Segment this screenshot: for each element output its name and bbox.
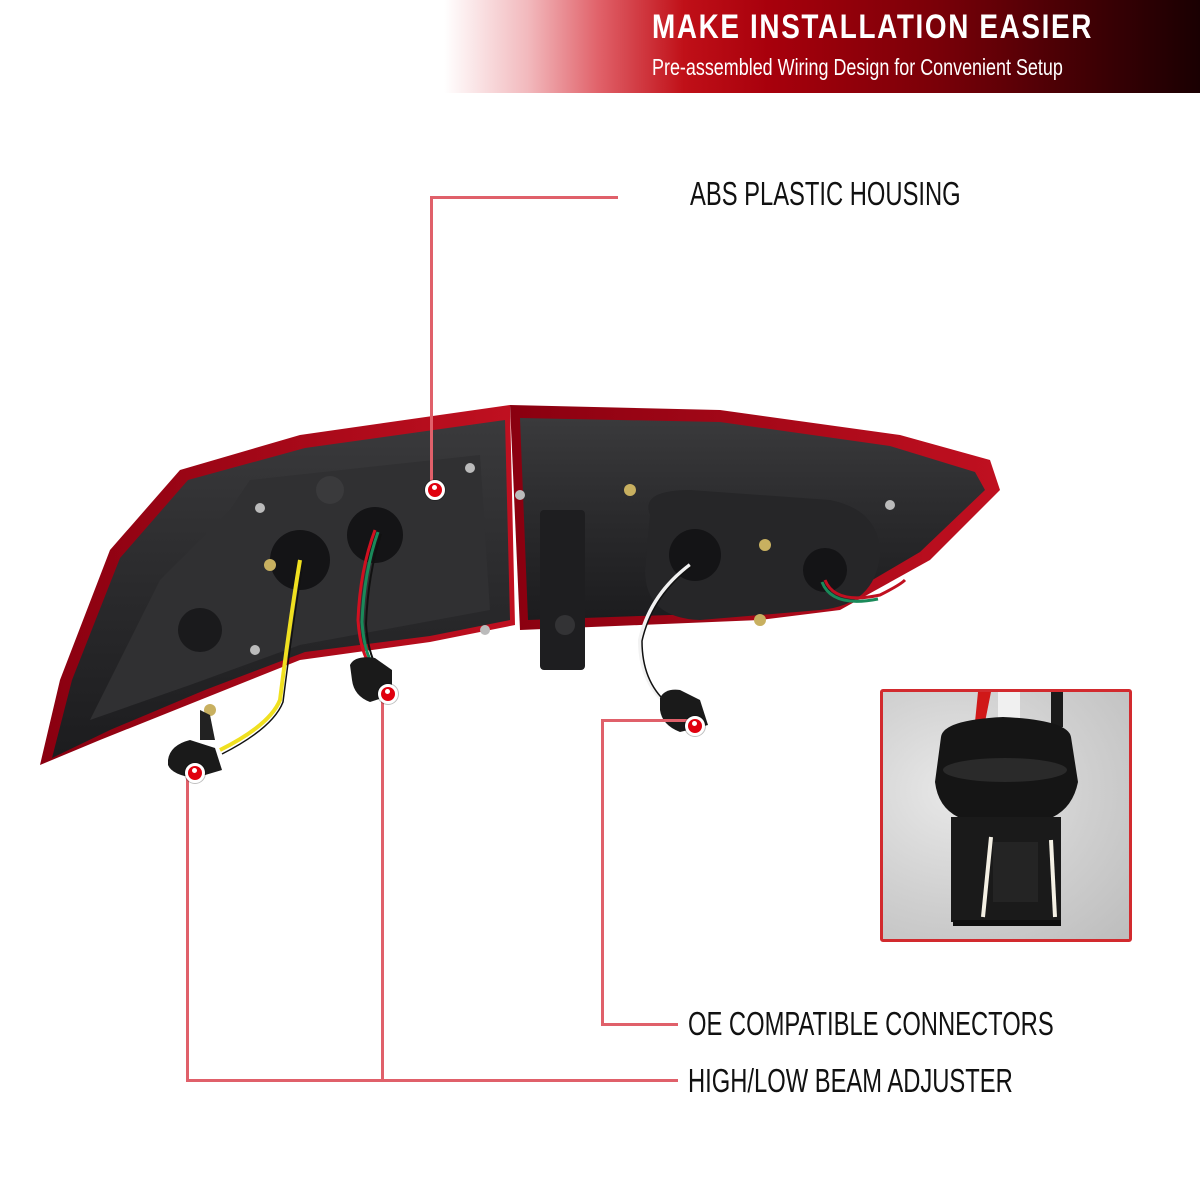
label-high-low-beam-adjuster: HIGH/LOW BEAM ADJUSTER <box>688 1062 1013 1099</box>
banner-title: MAKE INSTALLATION EASIER <box>652 8 1094 46</box>
header-banner: MAKE INSTALLATION EASIER Pre-assembled W… <box>0 0 1200 93</box>
callout-line-adjuster-v2 <box>381 700 384 1081</box>
connector-closeup-inset <box>880 689 1132 942</box>
callout-line-housing-h <box>430 196 618 199</box>
marker-dot-housing <box>425 480 445 500</box>
label-oe-compatible-connectors: OE COMPATIBLE CONNECTORS <box>688 1005 1054 1042</box>
callout-line-connectors-v <box>601 719 604 1025</box>
tail-light-assembly-image <box>40 405 1000 778</box>
callout-line-adjuster-v1 <box>186 775 189 1081</box>
callout-line-housing-v <box>430 196 433 486</box>
marker-dot-connectors <box>685 716 705 736</box>
callout-line-adjuster-h <box>186 1079 678 1082</box>
marker-dot-adjuster-right <box>378 684 398 704</box>
marker-dot-adjuster-left <box>185 763 205 783</box>
bulb-connector-image <box>935 692 1078 926</box>
label-abs-plastic-housing: ABS PLASTIC HOUSING <box>690 175 961 212</box>
callout-line-connectors-h-top <box>601 719 696 722</box>
banner-subtitle: Pre-assembled Wiring Design for Convenie… <box>652 54 1063 80</box>
callout-line-connectors-h <box>601 1023 678 1026</box>
